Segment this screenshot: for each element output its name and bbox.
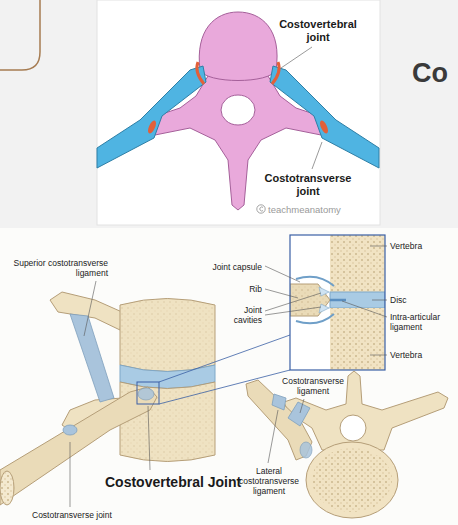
copyright-symbol (260, 207, 263, 211)
radiate-ligament (300, 442, 312, 458)
vertebra-section (330, 308, 385, 370)
joint-cavity (319, 304, 329, 313)
bottom-panel (0, 228, 458, 525)
part-label: Costotransverse joint (32, 510, 132, 520)
part-label: Vertebra (390, 241, 454, 251)
leader-lines (148, 406, 150, 470)
ligament (70, 314, 114, 402)
part-label-box: Lateral costotransverse ligament (236, 466, 302, 496)
part-label: Lateral costotransverse ligament (236, 466, 302, 496)
part-label-box: Costotransverse joint (32, 510, 132, 520)
part-label: Costotransverse ligament (282, 376, 344, 396)
part-label-box: Superior costotransverse ligament (8, 258, 108, 278)
part-label: Vertebra (390, 350, 454, 360)
leader-lines (281, 47, 312, 68)
intra-articular-ligament (330, 299, 346, 302)
inset-border (290, 235, 385, 370)
joint-cavity (319, 287, 329, 296)
leader-lines (300, 399, 304, 413)
leader-lines (312, 142, 322, 169)
leader-lines (265, 289, 298, 298)
part-label: Superior costotransverse ligament (8, 258, 108, 278)
joint-capsule (296, 277, 334, 324)
watermark-box: teachmeanatomy (268, 204, 358, 215)
slide-frame (0, 0, 40, 70)
part-label-box: Disc (390, 295, 454, 305)
copyright-symbol (257, 205, 265, 213)
part-label-box: Costotransverse ligament (282, 376, 344, 396)
vertebral-foramen (340, 415, 366, 441)
rib (270, 66, 379, 168)
leader-lines (268, 410, 278, 463)
copyright-symbol (257, 205, 265, 213)
joint-label: Costovertebral joint (268, 18, 368, 44)
inset (290, 235, 385, 370)
vertebra-section (330, 235, 385, 292)
ligament (272, 394, 286, 410)
part-label-box: Joint cavities (220, 305, 262, 325)
part-label-box: Joint capsule (196, 262, 262, 272)
joint-capsule (63, 425, 77, 435)
joint-cartilage (318, 119, 329, 134)
leader-lines (265, 266, 300, 282)
leader-lines (370, 246, 387, 247)
vertebral-body (199, 12, 277, 81)
slide-title: Co (412, 58, 456, 89)
top-vertebra (97, 12, 379, 210)
zoom-box (137, 382, 159, 404)
joint-cartilage (272, 62, 279, 84)
leader-lines (84, 281, 96, 336)
joint-cartilage (146, 119, 157, 134)
leader-lines (70, 47, 387, 507)
leader-lines (265, 307, 321, 315)
vertebral-body (306, 442, 398, 518)
radiate-ligament (138, 388, 154, 400)
part-label-box: Vertebra (390, 241, 454, 251)
top-panel (97, 0, 380, 225)
joint-label-box: Costovertebral joint (268, 18, 368, 44)
rib (97, 66, 206, 168)
joint-cartilage (197, 62, 204, 84)
part-label-box: Rib (226, 284, 262, 294)
part-label: Joint cavities (220, 305, 262, 325)
part-label-box: Intra-articular ligament (390, 312, 454, 332)
watermark: teachmeanatomy (268, 204, 358, 215)
part-label: Intra-articular ligament (390, 312, 454, 332)
vertebra-section (330, 235, 385, 292)
vertebral-foramen (221, 95, 255, 125)
part-label: Joint capsule (196, 262, 262, 272)
rib-section (290, 284, 330, 316)
inset (290, 235, 385, 370)
rib-section (0, 471, 14, 505)
part-label: Rib (226, 284, 262, 294)
vertebral-body (120, 299, 215, 372)
part-label: Disc (390, 295, 454, 305)
rib-section (290, 284, 330, 316)
joint-label: Costotransverse joint (258, 172, 358, 198)
rib-section (0, 471, 14, 505)
leader-lines (372, 300, 387, 301)
part-label-box: Vertebra (390, 350, 454, 360)
leader-lines (70, 442, 71, 507)
lateral-view (0, 292, 290, 505)
ligament (288, 402, 310, 426)
vertebra-section (330, 308, 385, 370)
vertebral-body (312, 448, 392, 512)
slide-title-box: Co (412, 58, 456, 89)
leader-lines (370, 355, 387, 356)
leader-lines (342, 301, 387, 317)
joint-label-box: Costotransverse joint (258, 172, 358, 198)
vertebral-body (120, 299, 215, 372)
